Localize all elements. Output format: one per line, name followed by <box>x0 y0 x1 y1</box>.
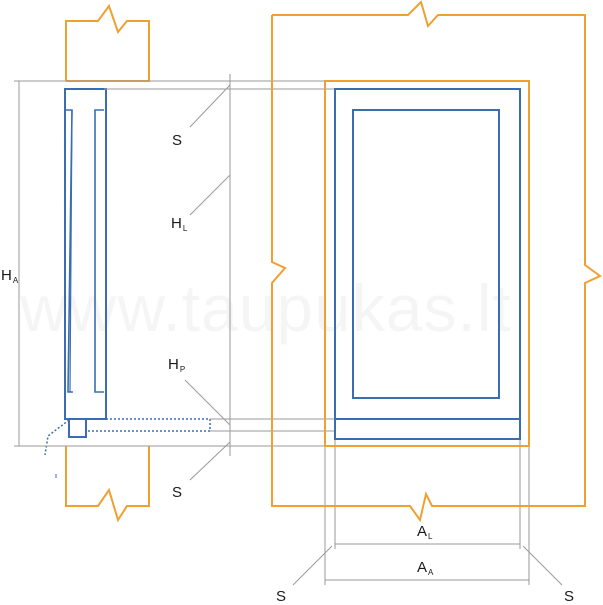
bottom-wall-section <box>65 446 150 523</box>
dimension-lines <box>14 74 563 586</box>
hl-leader <box>189 174 231 216</box>
s-bottom-label: S <box>172 484 183 501</box>
window-frame <box>334 88 521 440</box>
front-elevation-view <box>271 0 602 523</box>
s-left-leader <box>292 545 333 586</box>
sill-dotted <box>44 419 70 456</box>
aa-label: AA <box>417 559 434 577</box>
glass-line <box>69 109 73 393</box>
hp-leader <box>184 379 231 426</box>
s-right-leader <box>522 545 563 586</box>
wall-outline-front <box>271 0 602 523</box>
s-top-label: S <box>172 132 183 149</box>
hp-label: HP <box>168 356 186 374</box>
window-board-dotted <box>86 418 211 432</box>
side-section-view <box>44 3 211 523</box>
window-sash <box>352 109 500 399</box>
sash-profile-right <box>94 109 104 393</box>
s-right-label: S <box>564 588 575 605</box>
ha-label: HA <box>1 267 19 285</box>
wall-opening <box>324 80 530 447</box>
al-label: AL <box>417 523 433 541</box>
s-left-label: S <box>276 588 287 605</box>
s-bottom-leader <box>189 441 231 481</box>
sill-piece <box>68 418 87 438</box>
top-wall-section <box>65 3 150 82</box>
hl-label: HL <box>171 215 188 233</box>
s-top-leader <box>189 84 231 128</box>
